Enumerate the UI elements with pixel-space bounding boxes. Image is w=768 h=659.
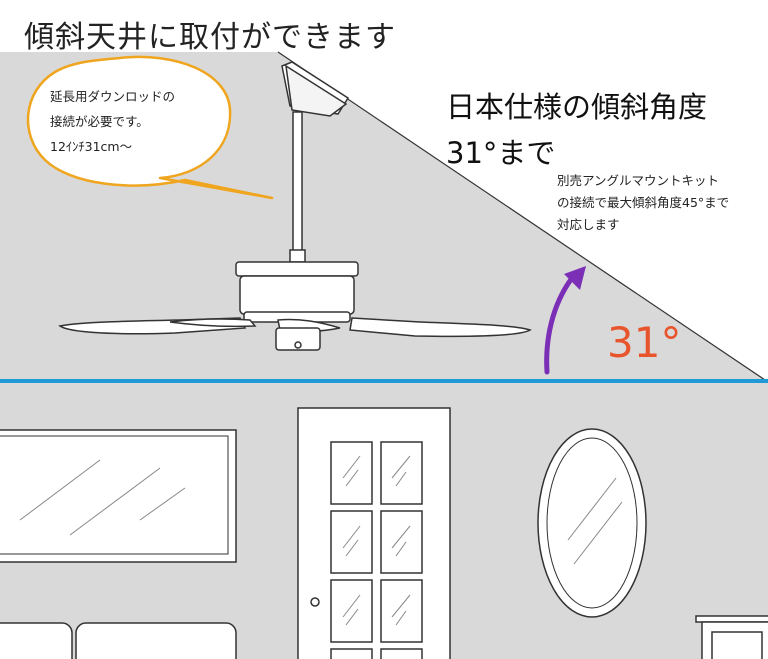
heading-line-2: 31°まで [446,136,556,170]
fan-collar [289,249,306,263]
fan-motor-body [239,275,355,315]
page-title: 傾斜天井に取付ができます [24,20,396,55]
door-knob [310,597,320,607]
note-line-1: 別売アングルマウントキット [557,173,720,188]
window [0,429,237,563]
fan-downrod [292,111,303,253]
sofa [0,622,237,659]
fan-canopy [285,64,348,117]
oval-mirror [537,428,647,618]
slanted-ceiling-line [277,51,768,383]
cabinet [695,615,768,659]
fan-hub [275,327,321,351]
door [297,407,451,659]
bubble-line-2: 接続が必要です。 [50,114,149,129]
note-line-3: 対応します [557,217,620,232]
fan-blade-back-left [169,318,257,328]
fan-motor-top [235,261,359,277]
heading-line-1: 日本仕様の傾斜角度 [446,90,708,124]
ceiling-fan [58,61,532,351]
fan-blade-right [349,317,532,338]
fan-hub-screw [294,341,302,349]
angle-arrow [544,266,586,375]
bubble-line-3: 12ｲﾝﾁ31cm〜 [50,139,133,154]
bubble-line-1: 延長用ダウンロッドの [50,89,176,104]
angle-label: 31° [607,318,682,367]
note-line-2: の接続で最大傾斜角度45°まで [557,195,730,210]
speech-bubble [26,55,274,200]
